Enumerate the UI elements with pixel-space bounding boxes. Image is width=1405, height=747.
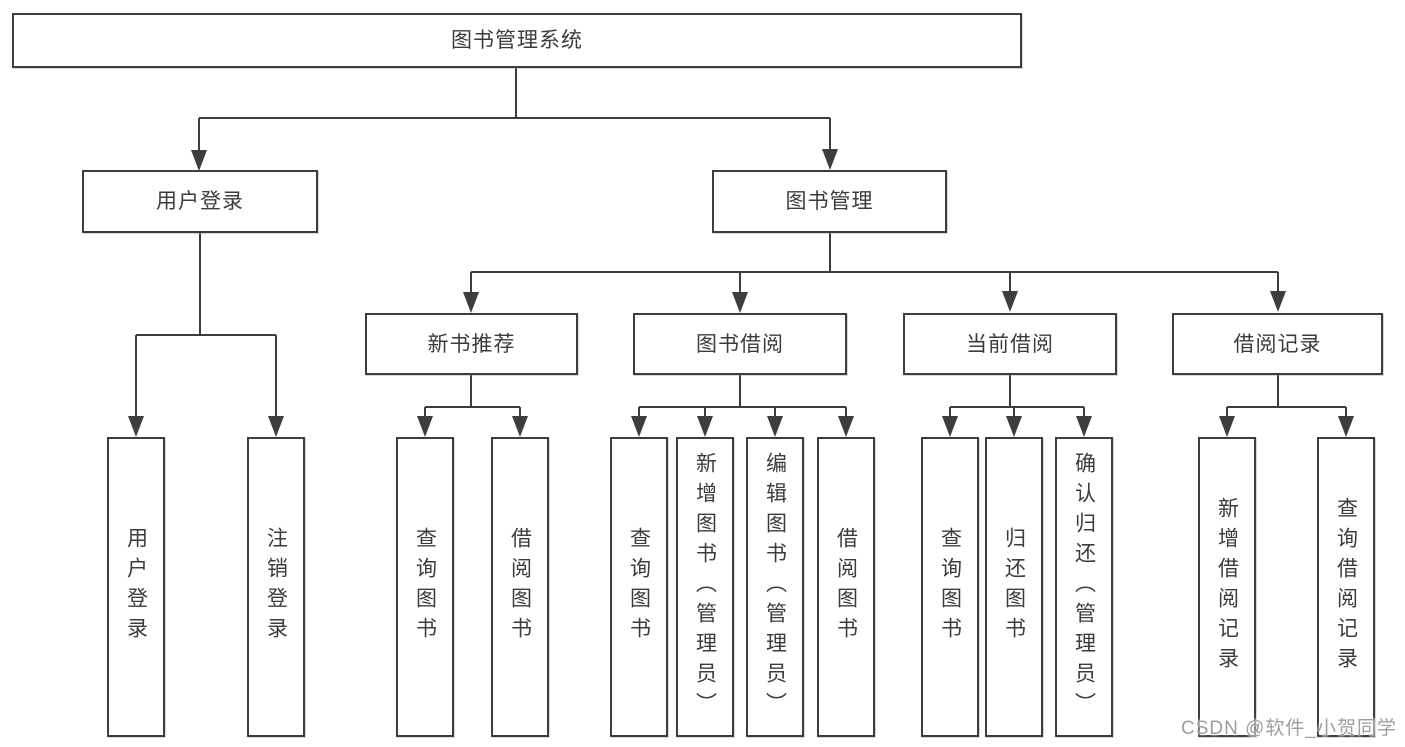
node-label: 用户登录 [156, 190, 244, 213]
node-label: 用户登录 [124, 527, 148, 647]
connector-book-borrowing [638, 375, 847, 421]
leaf-bb-borrow-books: 借阅图书 [817, 437, 875, 737]
node-label: 查询图书 [938, 527, 962, 647]
node-label: 图书管理系统 [451, 29, 583, 52]
leaf-cb-confirm-return-admin: 确认归还（管理员） [1055, 437, 1113, 737]
node-book-borrowing: 图书借阅 [633, 313, 847, 375]
leaf-logout-login: 注销登录 [247, 437, 305, 737]
node-new-book-recommend: 新书推荐 [365, 313, 578, 375]
node-label: 查询图书 [413, 527, 437, 647]
leaf-bb-query-books: 查询图书 [610, 437, 668, 737]
csdn-watermark: CSDN @软件_小贺同学 [1181, 718, 1397, 739]
leaf-cb-return-books: 归还图书 [985, 437, 1043, 737]
node-label: 确认归还（管理员） [1072, 452, 1096, 722]
leaf-cb-query-books: 查询图书 [921, 437, 979, 737]
node-label: 当前借阅 [966, 332, 1054, 356]
node-label: 查询图书 [627, 527, 651, 647]
leaf-bb-edit-books-admin: 编辑图书（管理员） [746, 437, 804, 737]
node-user-login: 用户登录 [82, 170, 318, 233]
leaf-br-query-borrow-record: 查询借阅记录 [1317, 437, 1375, 737]
node-label: 借阅图书 [834, 527, 858, 647]
node-label: 新增借阅记录 [1215, 497, 1239, 677]
node-label: 注销登录 [264, 527, 288, 647]
node-label: 编辑图书（管理员） [763, 452, 787, 722]
node-label: 查询借阅记录 [1334, 497, 1358, 677]
node-label: 新书推荐 [427, 332, 516, 356]
leaf-bb-add-books-admin: 新增图书（管理员） [676, 437, 734, 737]
node-current-borrowing: 当前借阅 [903, 313, 1117, 375]
connector-current-borrowing [949, 375, 1085, 421]
connector-new-book [424, 375, 521, 421]
node-label: 图书管理 [785, 190, 874, 213]
connector-borrow-records [1226, 375, 1347, 421]
connector-book-mgmt [470, 233, 1279, 297]
node-label: 借阅记录 [1233, 332, 1322, 356]
node-label: 图书借阅 [696, 332, 784, 356]
node-label: 归还图书 [1002, 527, 1026, 647]
leaf-nb-borrow-books: 借阅图书 [491, 437, 549, 737]
node-book-management: 图书管理 [712, 170, 947, 233]
node-label: 新增图书（管理员） [693, 452, 717, 722]
connector-root [198, 68, 831, 155]
node-label: 借阅图书 [508, 527, 532, 647]
leaf-br-add-borrow-record: 新增借阅记录 [1198, 437, 1256, 737]
leaf-nb-query-books: 查询图书 [396, 437, 454, 737]
leaf-user-login: 用户登录 [107, 437, 165, 737]
node-borrowing-records: 借阅记录 [1172, 313, 1383, 375]
node-root-system: 图书管理系统 [12, 13, 1022, 68]
connector-user-login [135, 233, 277, 421]
